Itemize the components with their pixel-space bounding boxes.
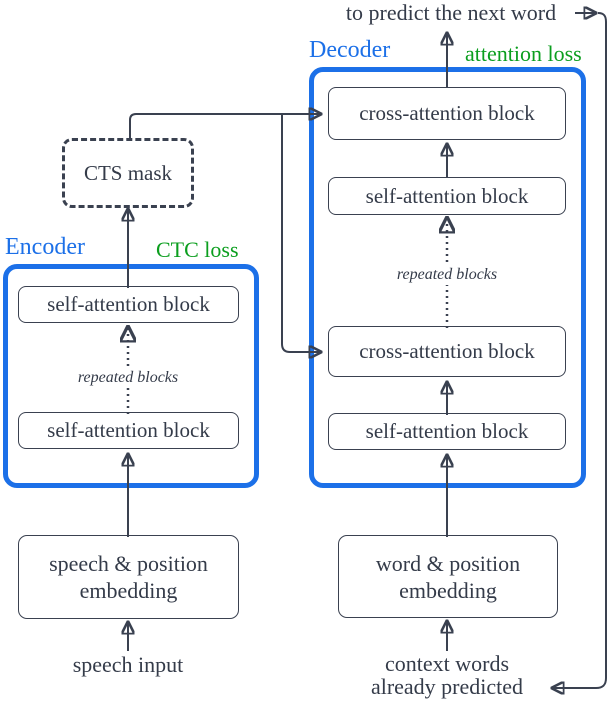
encoder-repeated-blocks-note: repeated blocks <box>68 368 188 388</box>
decoder-self-attention-block-top: self-attention block <box>328 177 566 215</box>
arrow-cts-mask-to-cross-attention-top <box>129 114 320 140</box>
ctc-loss-label: CTC loss <box>156 237 239 262</box>
decoder-self-attention-block-bottom: self-attention block <box>328 413 566 450</box>
cts-mask-box: CTS mask <box>62 138 194 208</box>
decoder-repeated-blocks-note: repeated blocks <box>387 265 507 285</box>
speech-position-embedding-box: speech & position embedding <box>18 535 239 619</box>
output-caption: to predict the next word <box>345 0 557 25</box>
encoder-self-attention-block-bottom: self-attention block <box>18 412 239 449</box>
decoder-label: Decoder <box>309 37 391 63</box>
speech-input-caption: speech input <box>72 652 184 677</box>
context-words-caption: context words already predicted <box>370 651 524 699</box>
attention-loss-label: attention loss <box>465 41 582 66</box>
decoder-cross-attention-block-bottom: cross-attention block <box>328 326 566 377</box>
word-position-embedding-box: word & position embedding <box>338 535 558 618</box>
decoder-cross-attention-block-top: cross-attention block <box>328 87 566 140</box>
encoder-container <box>3 264 259 488</box>
encoder-label: Encoder <box>5 234 85 260</box>
encoder-self-attention-block-top: self-attention block <box>18 286 239 323</box>
